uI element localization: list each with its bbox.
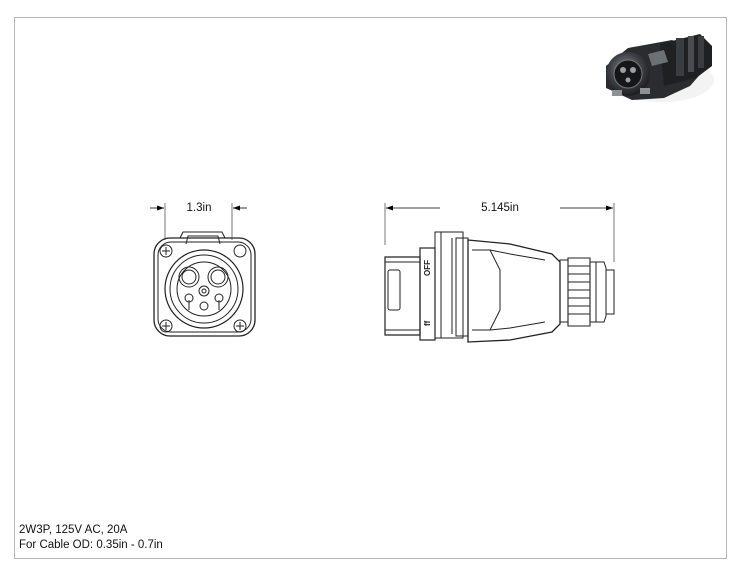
front-view [153, 203, 256, 337]
rating-spec: 2W3P, 125V AC, 20A [19, 524, 128, 536]
front-width-label: 1.3in [187, 202, 212, 214]
on-marking: ff [423, 320, 432, 326]
connector-3d-render [606, 34, 714, 102]
off-marking: OFF [423, 260, 432, 276]
sheet-border [14, 17, 727, 559]
cable-od-spec: For Cable OD: 0.35in - 0.7in [19, 539, 163, 551]
side-length-label: 5.145in [481, 202, 519, 214]
side-view [384, 203, 615, 343]
